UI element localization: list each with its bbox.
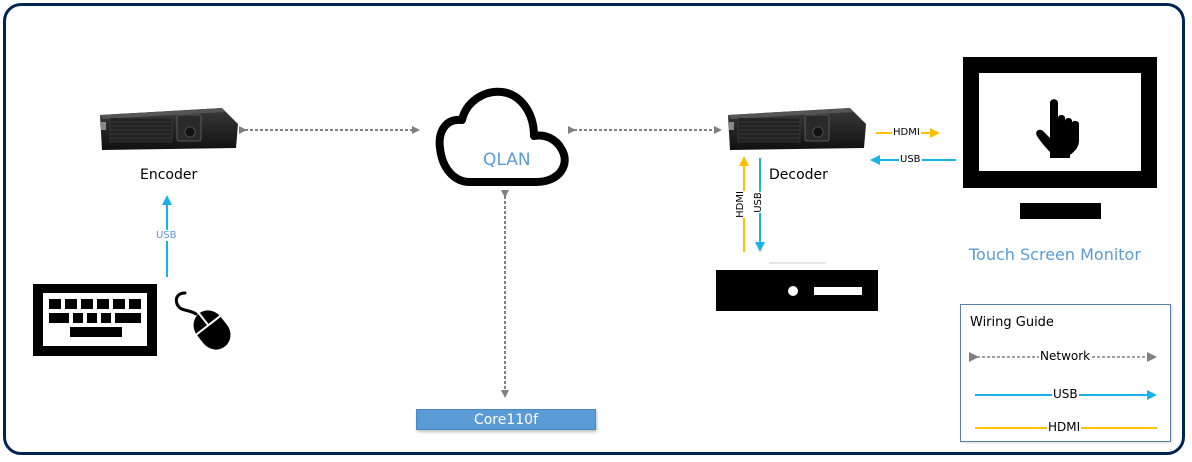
wiring-guide-legend: Wiring Guide Network USB HDMI — [960, 304, 1171, 442]
decoder-label: Decoder — [769, 167, 828, 183]
decoder-device-icon[interactable] — [728, 108, 866, 150]
computer-icon[interactable] — [716, 262, 878, 311]
core110f-node[interactable]: Core110f — [416, 409, 596, 430]
qlan-label: QLAN — [483, 150, 531, 170]
legend-title: Wiring Guide — [970, 315, 1054, 330]
legend-network-label: Network — [1039, 349, 1092, 363]
hdmi-label-pc: HDMI — [734, 191, 746, 218]
encoder-device-icon[interactable] — [100, 108, 238, 150]
touch-hand-icon — [1036, 99, 1079, 158]
legend-usb-label: USB — [1052, 387, 1079, 401]
usb-label-pc: USB — [752, 192, 764, 213]
usb-label-monitor: USB — [899, 154, 922, 165]
keyboard-icon[interactable] — [33, 284, 157, 356]
usb-label-keyboard: USB — [156, 230, 177, 241]
mouse-icon[interactable] — [174, 291, 236, 356]
touch-monitor-label: Touch Screen Monitor — [969, 245, 1141, 264]
touch-monitor-icon[interactable] — [963, 57, 1157, 219]
encoder-label: Encoder — [140, 167, 198, 183]
cloud-icon[interactable] — [435, 87, 569, 186]
legend-hdmi-label: HDMI — [1047, 420, 1082, 434]
hdmi-label-monitor: HDMI — [892, 127, 921, 138]
